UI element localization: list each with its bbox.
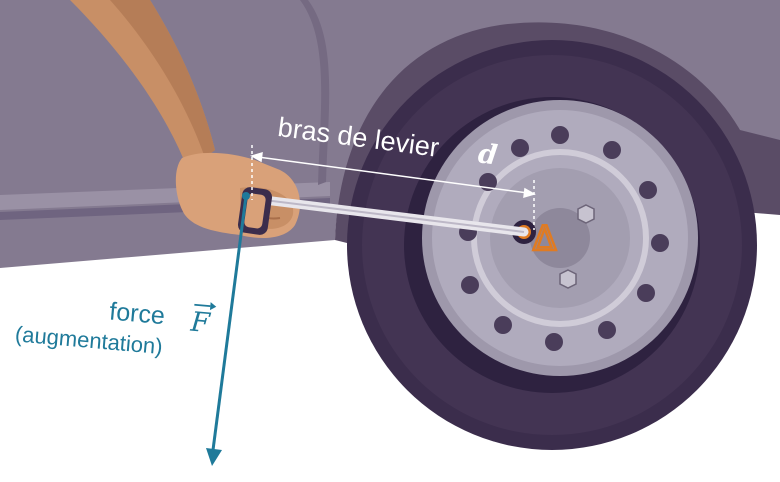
- force-symbol: F: [189, 307, 213, 340]
- lever-arm-symbol: d: [476, 138, 499, 171]
- lug-nuts: [559, 204, 595, 289]
- force-vector-arrow-head-accent: [209, 302, 217, 311]
- force-vector-arrow-accent: [194, 303, 211, 308]
- force-vector: [206, 192, 250, 466]
- axis-delta-symbol: Δ: [533, 219, 556, 259]
- force-label-group: force F (augmentation): [14, 297, 217, 359]
- rim-holes: [459, 126, 669, 351]
- arm: [70, 0, 215, 170]
- force-label: force: [108, 297, 166, 330]
- wheel-rim: [422, 100, 698, 376]
- lever-arm-dimension: [250, 151, 536, 199]
